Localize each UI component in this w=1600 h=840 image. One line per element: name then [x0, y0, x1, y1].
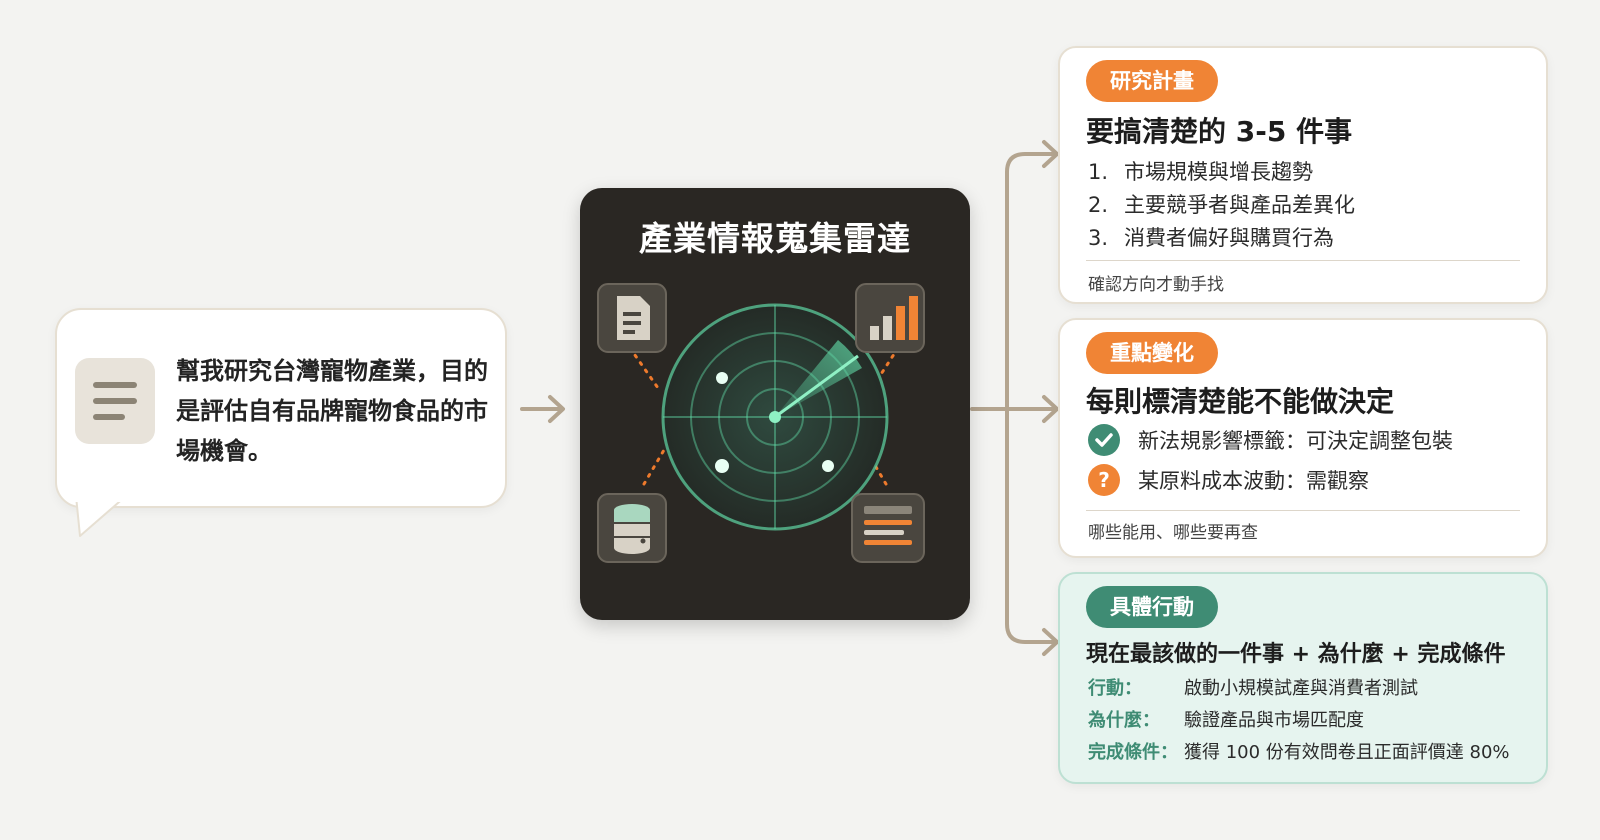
radar-graphic	[597, 283, 925, 563]
bubble-tail	[74, 496, 130, 537]
divider	[1086, 260, 1520, 261]
action-row: 完成條件：獲得 100 份有效問卷且正面評價達 80%	[1088, 742, 1510, 763]
plan-item: 2.主要競爭者與產品差異化	[1088, 193, 1355, 217]
radar-title: 產業情報蒐集雷達	[639, 219, 911, 258]
key-changes-footnote: 哪些能用、哪些要再查	[1088, 523, 1258, 543]
key-changes-tag: 重點變化	[1086, 332, 1218, 374]
action-row: 為什麼：驗證產品與市場匹配度	[1088, 710, 1364, 731]
action-tag: 具體行動	[1086, 586, 1218, 628]
divider	[1086, 510, 1520, 511]
bar-chart-icon	[855, 283, 925, 353]
change-item-decidable: 新法規影響標籤：可決定調整包裝	[1088, 424, 1453, 456]
plan-item: 3.消費者偏好與購買行為	[1088, 226, 1334, 250]
list-panel-icon	[851, 493, 925, 563]
plan-item: 1.市場規模與增長趨勢	[1088, 160, 1313, 184]
change-item-observe: ? 某原料成本波動：需觀察	[1088, 464, 1369, 496]
database-icon	[597, 493, 667, 563]
action-heading: 現在最該做的一件事 + 為什麼 + 完成條件	[1086, 642, 1506, 667]
action-row: 行動：啟動小規模試產與消費者測試	[1088, 678, 1418, 699]
research-plan-heading: 要搞清楚的 3-5 件事	[1086, 115, 1353, 148]
key-changes-heading: 每則標清楚能不能做決定	[1086, 385, 1395, 418]
svg-text:?: ?	[1098, 468, 1110, 492]
menu-icon	[75, 358, 155, 444]
request-text: 幫我研究台灣寵物產業，目的是評估自有品牌寵物食品的市場機會。	[176, 357, 488, 465]
question-icon: ?	[1088, 464, 1120, 496]
key-changes-card: 重點變化 每則標清楚能不能做決定 新法規影響標籤：可決定調整包裝 ? 某原料成本…	[1058, 318, 1548, 558]
research-plan-card: 研究計畫 要搞清楚的 3-5 件事 1.市場規模與增長趨勢 2.主要競爭者與產品…	[1058, 46, 1548, 304]
research-plan-tag: 研究計畫	[1086, 60, 1218, 102]
research-plan-footnote: 確認方向才動手找	[1088, 275, 1224, 295]
check-icon	[1088, 424, 1120, 456]
action-card: 具體行動 現在最該做的一件事 + 為什麼 + 完成條件 行動：啟動小規模試產與消…	[1058, 572, 1548, 784]
document-icon	[597, 283, 667, 353]
